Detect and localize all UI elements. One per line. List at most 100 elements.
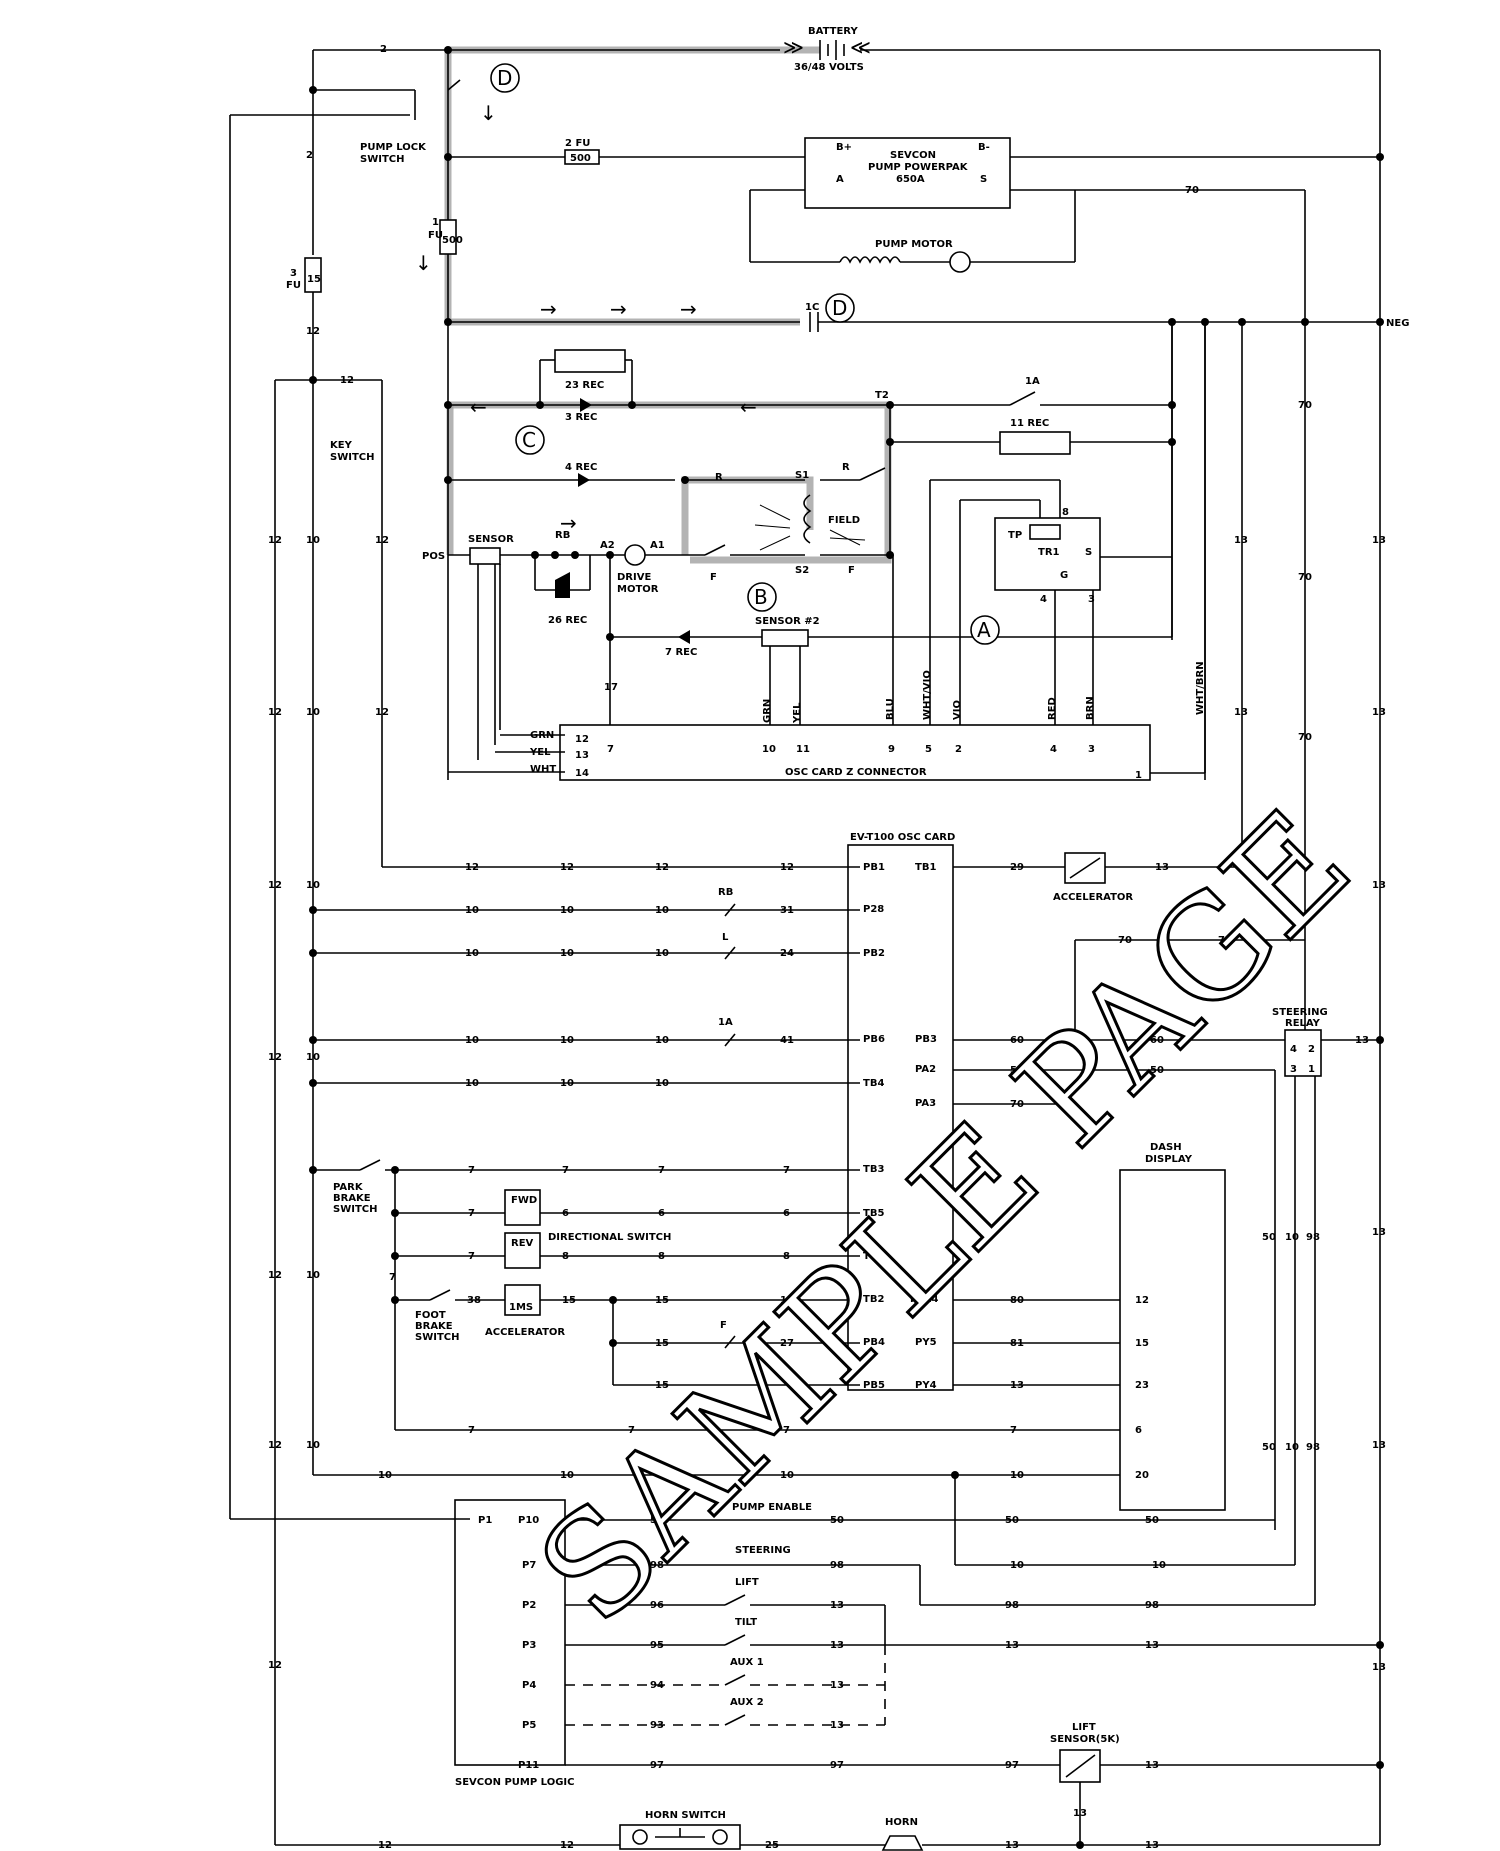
steering-relay-box bbox=[1284, 1029, 1322, 1077]
wire-label: 12 bbox=[340, 375, 354, 386]
wire-label: 98 bbox=[1306, 1232, 1320, 1243]
pin-label: 3 bbox=[1088, 744, 1095, 755]
pin-label: P5 bbox=[522, 1720, 536, 1731]
wire-color-label: BLU bbox=[885, 698, 896, 720]
sensor2-label: SENSOR #2 bbox=[755, 616, 820, 627]
wire-label: 10 bbox=[655, 1035, 669, 1046]
wire-label: 12 bbox=[560, 1840, 574, 1851]
wire-label: 10 bbox=[465, 1035, 479, 1046]
terminal-label: A2 bbox=[600, 540, 615, 551]
wire-label: 12 bbox=[780, 862, 794, 873]
wire-label: 98 bbox=[1145, 1600, 1159, 1611]
sevcon-label: 650A bbox=[896, 174, 925, 185]
pin-label: PB4 bbox=[863, 1337, 885, 1348]
contact-label: R bbox=[715, 472, 723, 483]
lift-label: LIFT bbox=[735, 1577, 759, 1588]
aux2-label: AUX 2 bbox=[730, 1697, 764, 1708]
wire-label: 10 bbox=[655, 905, 669, 916]
drive-motor-icon bbox=[624, 544, 646, 566]
rec-label: 3 REC bbox=[565, 412, 597, 423]
fuse-label: 3 bbox=[290, 268, 297, 279]
dash-display-label: DASH bbox=[1150, 1142, 1182, 1153]
pin-label: 7 bbox=[607, 744, 614, 755]
contact-label: F bbox=[848, 565, 855, 576]
rec-label: 4 REC bbox=[565, 462, 597, 473]
pump-motor-label: PUMP MOTOR bbox=[875, 239, 953, 250]
wire-label: 70 bbox=[1298, 732, 1312, 743]
wire-label: 13 bbox=[830, 1720, 844, 1731]
wire-label: 12 bbox=[268, 707, 282, 718]
pin-label: P4 bbox=[522, 1680, 536, 1691]
pin-label: TB3 bbox=[863, 1164, 884, 1175]
wire-label: 13 bbox=[1372, 535, 1386, 546]
contact-label: L bbox=[722, 932, 729, 943]
pump-lock-switch-label: SWITCH bbox=[360, 154, 404, 165]
wire-label: 94 bbox=[650, 1680, 664, 1691]
accelerator-pot-icon bbox=[1064, 852, 1106, 884]
contact-label: R bbox=[842, 462, 850, 473]
wire-label: 12 bbox=[378, 1840, 392, 1851]
wire-label: 13 bbox=[1234, 707, 1248, 718]
pin-label: TB2 bbox=[863, 1294, 884, 1305]
wire-label: 70 bbox=[1218, 935, 1232, 946]
contact-label: F bbox=[710, 572, 717, 583]
pin-label: TB1 bbox=[915, 862, 936, 873]
wire-label: 13 bbox=[1355, 1035, 1369, 1046]
svg-text:←: ← bbox=[470, 395, 487, 419]
terminal-label: S bbox=[1085, 547, 1092, 558]
pin-label: P1 bbox=[478, 1515, 492, 1526]
callout-d: D bbox=[832, 296, 847, 320]
wire-label: 12 bbox=[375, 535, 389, 546]
tr1-label: TR1 bbox=[1038, 547, 1060, 558]
wire-label: 13 bbox=[1372, 1662, 1386, 1673]
diode-icon bbox=[578, 473, 590, 487]
rec-label: 11 REC bbox=[1010, 418, 1049, 429]
pin-label: 12 bbox=[575, 734, 589, 745]
terminal-label: G bbox=[1060, 570, 1068, 581]
pin-label: 12 bbox=[1135, 1295, 1149, 1306]
wire-label: 13 bbox=[1155, 862, 1169, 873]
contact-label: 1A bbox=[718, 1017, 733, 1028]
wire-label: 13 bbox=[1145, 1640, 1159, 1651]
terminal-label: 3 bbox=[1088, 594, 1095, 605]
svg-text:→: → bbox=[680, 297, 697, 321]
wire-label: 10 bbox=[1285, 1442, 1299, 1453]
wire-label: 31 bbox=[780, 905, 794, 916]
pin-label: 2 bbox=[955, 744, 962, 755]
wire-label: 10 bbox=[465, 905, 479, 916]
osc-z-label: OSC CARD Z CONNECTOR bbox=[785, 767, 927, 778]
wire-label: 15 bbox=[655, 1338, 669, 1349]
terminal-label: T2 bbox=[875, 390, 889, 401]
key-switch-label: SWITCH bbox=[330, 452, 374, 463]
wire-label: 13 bbox=[1372, 1227, 1386, 1238]
pin-label: 4 bbox=[1290, 1044, 1297, 1055]
sensor-label: SENSOR bbox=[468, 534, 514, 545]
fuse-rating: 500 bbox=[442, 235, 463, 246]
wire-label: 7 bbox=[468, 1425, 475, 1436]
pump-motor-coil-icon bbox=[839, 256, 901, 264]
wire-label: 15 bbox=[780, 1295, 794, 1306]
wire-label: 7 bbox=[628, 1425, 635, 1436]
wire-label: 12 bbox=[268, 535, 282, 546]
pin-label: 5 bbox=[925, 744, 932, 755]
wire-label: 50 bbox=[650, 1515, 664, 1526]
terminal-label: S2 bbox=[795, 565, 809, 576]
wire-label: 7 bbox=[389, 1272, 396, 1283]
wire-label: 2 bbox=[306, 150, 313, 161]
aux1-label: AUX 1 bbox=[730, 1657, 764, 1668]
wire-label: 98 bbox=[830, 1560, 844, 1571]
wire-label: 10 bbox=[780, 1470, 794, 1481]
wire-label: 10 bbox=[306, 1440, 320, 1451]
pin-label: PY5 bbox=[915, 1337, 937, 1348]
lift-sensor-label: LIFT bbox=[1072, 1722, 1096, 1733]
wire-label: 10 bbox=[306, 707, 320, 718]
pin-label: 1 bbox=[1135, 770, 1142, 781]
wire-label: 17 bbox=[604, 682, 618, 693]
wire-label: 12 bbox=[268, 1660, 282, 1671]
wire-label: 15 bbox=[562, 1295, 576, 1306]
svg-text:≫: ≫ bbox=[783, 35, 804, 59]
wire-label: 15 bbox=[655, 1295, 669, 1306]
rb-label: RB bbox=[555, 530, 570, 541]
wire-label: 8 bbox=[658, 1251, 665, 1262]
pin-label: 20 bbox=[1135, 1470, 1149, 1481]
